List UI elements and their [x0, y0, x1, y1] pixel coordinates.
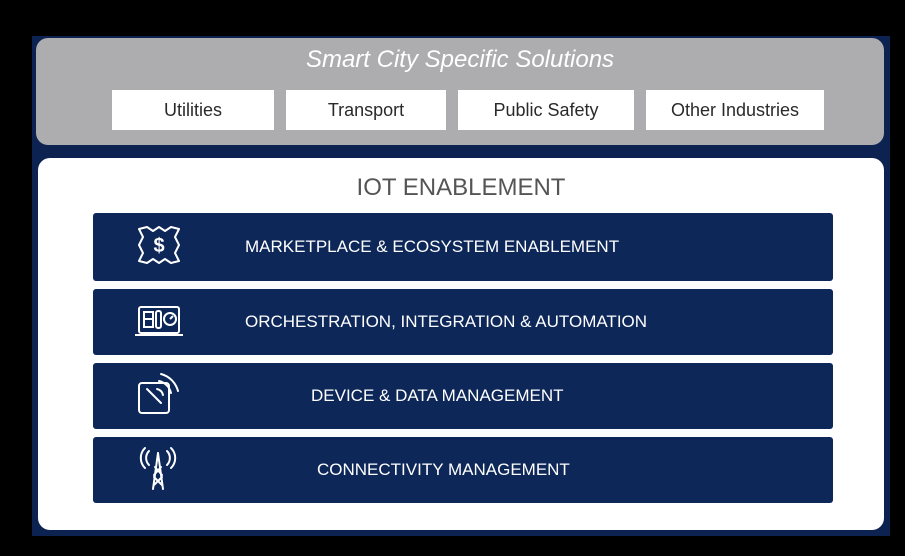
layer-device-data[interactable]: DEVICE & DATA MANAGEMENT [93, 363, 833, 429]
layer-connectivity-label: CONNECTIVITY MANAGEMENT [317, 460, 570, 479]
diagram-frame: Smart City Specific Solutions Utilities … [32, 36, 890, 536]
marketplace-icon: $ [138, 226, 180, 264]
layer-marketplace[interactable]: $ MARKETPLACE & ECOSYSTEM ENABLEMENT [93, 213, 833, 281]
layer-orchestration[interactable]: ORCHESTRATION, INTEGRATION & AUTOMATION [93, 289, 833, 355]
antenna-tower-icon [139, 447, 177, 490]
dashboard-icon [135, 306, 183, 336]
iot-enablement-panel: IOT ENABLEMENT $ MARKETPLACE & ECOSYSTEM… [38, 158, 884, 530]
solutions-title: Smart City Specific Solutions [305, 46, 615, 73]
layer-device-data-label: DEVICE & DATA MANAGEMENT [311, 386, 564, 405]
solution-other-industries[interactable]: Other Industries [646, 90, 824, 130]
solution-transport[interactable]: Transport [286, 90, 446, 130]
svg-text:$: $ [153, 235, 164, 257]
device-signal-icon [138, 373, 179, 414]
solutions-panel: Smart City Specific Solutions Utilities … [36, 38, 884, 145]
iot-enablement-title: IOT ENABLEMENT [356, 174, 566, 201]
layer-connectivity[interactable]: CONNECTIVITY MANAGEMENT [93, 437, 833, 503]
layer-marketplace-label: MARKETPLACE & ECOSYSTEM ENABLEMENT [245, 237, 620, 256]
solution-utilities[interactable]: Utilities [112, 90, 274, 130]
layer-orchestration-label: ORCHESTRATION, INTEGRATION & AUTOMATION [245, 312, 648, 331]
solution-public-safety[interactable]: Public Safety [458, 90, 634, 130]
